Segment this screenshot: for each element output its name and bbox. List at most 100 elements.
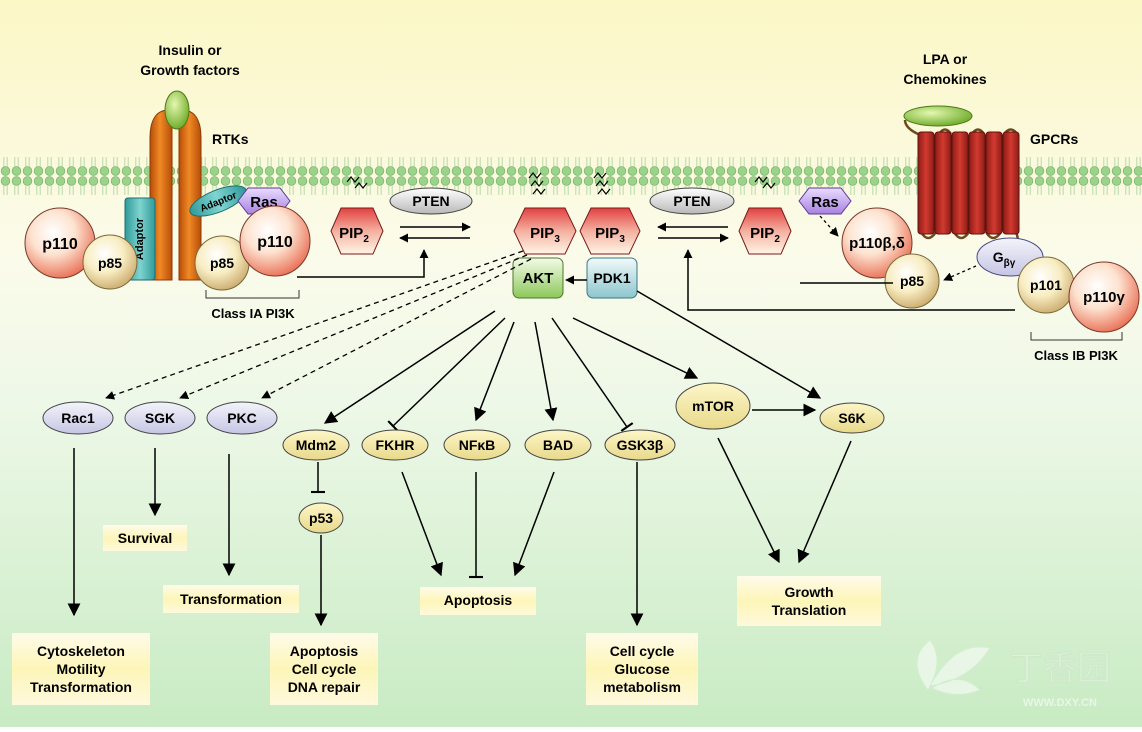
svg-text:p110γ: p110γ <box>1083 289 1125 306</box>
svg-text:PIP2: PIP2 <box>339 225 369 245</box>
svg-text:丁香园: 丁香园 <box>1009 650 1111 688</box>
svg-text:Translation: Translation <box>772 602 847 618</box>
ligand-left <box>164 90 190 130</box>
pten-right: PTEN <box>649 187 735 215</box>
pten-left: PTEN <box>389 187 473 215</box>
p101: p101 <box>1017 256 1075 314</box>
p53-node: p53 <box>298 502 344 534</box>
sgk-node: SGK <box>124 401 196 435</box>
svg-text:mTOR: mTOR <box>692 398 734 414</box>
mdm2-node: Mdm2 <box>282 429 350 461</box>
class-ib-bracket: Class IB PI3K <box>1030 332 1123 363</box>
svg-text:Apoptosis: Apoptosis <box>290 643 359 659</box>
svg-text:Rac1: Rac1 <box>61 410 95 426</box>
svg-text:p85: p85 <box>210 255 234 271</box>
svg-text:Class IA PI3K: Class IA PI3K <box>211 306 295 321</box>
svg-text:Gβγ: Gβγ <box>993 249 1016 269</box>
downstream-arrows <box>67 403 852 627</box>
svg-text:Motility: Motility <box>57 661 106 677</box>
gsk3b-node: GSK3β <box>604 429 676 461</box>
fkhr-node: FKHR <box>361 429 429 461</box>
svg-text:Apoptosis: Apoptosis <box>444 592 513 608</box>
ras-to-p110bd-arrow <box>819 215 839 237</box>
pdk1-node: PDK1 <box>586 257 638 299</box>
svg-text:p110β,δ: p110β,δ <box>849 235 905 252</box>
svg-text:Cell cycle: Cell cycle <box>610 643 675 659</box>
svg-text:Insulin or: Insulin or <box>159 42 223 58</box>
pip3-left: PIP3 <box>513 172 577 255</box>
survival-box: Survival <box>103 525 187 551</box>
svg-text:BAD: BAD <box>543 437 573 453</box>
svg-text:Growth: Growth <box>785 584 834 600</box>
s6k-node: S6K <box>819 402 885 434</box>
p110-right: p110 <box>239 205 311 277</box>
svg-text:Class IB PI3K: Class IB PI3K <box>1034 348 1118 363</box>
svg-text:Transformation: Transformation <box>180 591 282 607</box>
rtks-label: RTKs <box>212 131 249 147</box>
svg-text:p53: p53 <box>309 510 333 526</box>
svg-text:Adaptor: Adaptor <box>134 217 146 260</box>
bad-node: BAD <box>524 429 592 461</box>
p85-class-ia-right: p85 <box>884 253 940 309</box>
ras-right: Ras <box>798 187 852 215</box>
rac1-node: Rac1 <box>42 401 114 435</box>
svg-text:AKT: AKT <box>523 270 554 287</box>
cytoskeleton-box: Cytoskeleton Motility Transformation <box>12 633 150 705</box>
class-ib-activation-arrow <box>683 249 1015 311</box>
gpcrs-label: GPCRs <box>1030 131 1078 147</box>
svg-text:PTEN: PTEN <box>412 193 449 209</box>
class-ia-activation-arrow <box>297 249 429 278</box>
cell-cycle-box: Cell cycle Glucose metabolism <box>586 633 698 705</box>
svg-text:p85: p85 <box>900 273 924 289</box>
dxy-leaf-logo <box>916 639 991 695</box>
svg-text:PIP2: PIP2 <box>750 225 780 245</box>
svg-text:FKHR: FKHR <box>376 437 415 453</box>
svg-text:Transformation: Transformation <box>30 679 132 695</box>
svg-text:PTEN: PTEN <box>673 193 710 209</box>
svg-text:Ras: Ras <box>811 194 839 211</box>
ligand-label-left: Insulin or Growth factors <box>140 42 240 78</box>
svg-text:p110: p110 <box>42 236 78 253</box>
akt-node: AKT <box>512 257 564 299</box>
svg-text:Growth factors: Growth factors <box>140 62 240 78</box>
svg-text:WWW.DXY.CN: WWW.DXY.CN <box>1023 697 1097 709</box>
apoptosis-box: Apoptosis <box>420 587 536 615</box>
pip2-right: PIP2 <box>738 176 792 255</box>
svg-text:SGK: SGK <box>145 410 175 426</box>
p85-left: p85 <box>82 234 138 290</box>
svg-text:p101: p101 <box>1030 277 1062 293</box>
p110-left: p110 <box>24 207 96 279</box>
apoptosis-dna-box: Apoptosis Cell cycle DNA repair <box>270 633 378 705</box>
ligand-right <box>903 105 973 127</box>
svg-text:PIP3: PIP3 <box>530 225 560 245</box>
nfkb-node: NFκB <box>443 429 511 461</box>
svg-text:S6K: S6K <box>838 410 865 426</box>
gpcr-receptor <box>903 119 1020 252</box>
pkc-node: PKC <box>206 401 278 435</box>
mtor-node: mTOR <box>675 382 751 430</box>
svg-text:metabolism: metabolism <box>603 679 681 695</box>
ligand-label-right: LPA or Chemokines <box>903 51 986 87</box>
dxy-watermark: 丁香园 WWW.DXY.CN <box>916 639 1111 709</box>
growth-box: Growth Translation <box>737 576 881 626</box>
svg-text:Survival: Survival <box>118 530 172 546</box>
p85-right: p85 <box>194 235 250 291</box>
pip3-dashed-arrows <box>105 250 532 400</box>
svg-text:LPA or: LPA or <box>923 51 968 67</box>
svg-text:p85: p85 <box>98 255 122 271</box>
akt-downstream-arrows <box>323 290 822 432</box>
svg-text:p110: p110 <box>257 234 293 251</box>
pip3-right: PIP3 <box>579 172 641 255</box>
svg-text:Chemokines: Chemokines <box>903 71 986 87</box>
p110-gamma: p110γ <box>1068 261 1140 333</box>
svg-text:NFκB: NFκB <box>459 437 496 453</box>
svg-text:Cell cycle: Cell cycle <box>292 661 357 677</box>
svg-text:PKC: PKC <box>227 410 257 426</box>
svg-text:DNA repair: DNA repair <box>288 679 361 695</box>
pip2-left: PIP2 <box>330 176 384 255</box>
svg-text:PIP3: PIP3 <box>595 225 625 245</box>
svg-text:Cytoskeleton: Cytoskeleton <box>37 643 125 659</box>
svg-text:GSK3β: GSK3β <box>617 437 664 453</box>
